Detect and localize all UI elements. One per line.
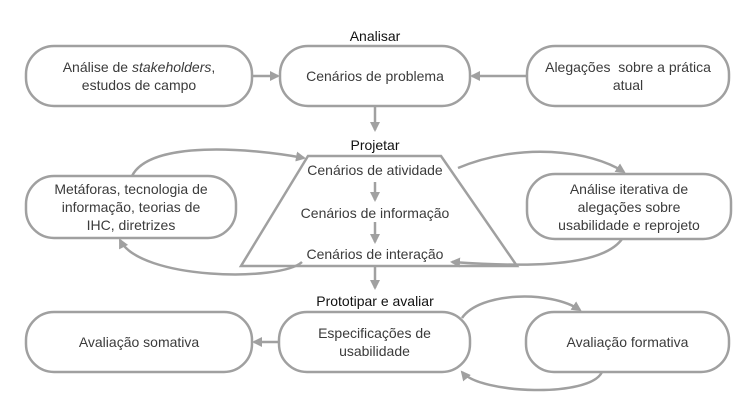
label-summative: Avaliação somativa — [78, 334, 200, 350]
arrow-specs-to-formative — [460, 295, 582, 319]
label-information-scenarios: Cenários de informação — [300, 205, 450, 221]
label-usability-specs: Especificações de usabilidade — [318, 325, 431, 359]
phase-analyze: Analisar — [349, 28, 401, 44]
box-formative — [524, 310, 731, 374]
arrow-iterative-to-design — [450, 238, 624, 268]
label-problem-scenarios: Cenários de problema — [306, 68, 444, 84]
label-claims-current: Alegações sobre a prática atual — [545, 59, 711, 93]
phase-design: Projetar — [350, 137, 400, 153]
label-iterative-analysis: Análise iterativa de alegações sobre usa… — [558, 180, 700, 233]
box-design-trapezoid — [238, 154, 520, 268]
box-iterative-analysis — [525, 172, 733, 241]
label-activity-scenarios: Cenários de atividade — [307, 162, 443, 178]
label-stakeholders: Análise de stakeholders, estudos de camp… — [62, 59, 216, 93]
label-formative: Avaliação formativa — [566, 334, 689, 350]
arrow-formative-to-specs — [460, 370, 604, 392]
label-interaction-scenarios: Cenários de interação — [306, 246, 444, 262]
arrow-metaphors-to-design — [130, 148, 306, 177]
arrow-design-to-iterative — [457, 150, 626, 174]
label-metaphors: Metáforas, tecnologia de informação, teo… — [54, 181, 208, 233]
phase-prototype: Prototipar e avaliar — [316, 293, 434, 309]
box-metaphors — [24, 174, 238, 240]
arrow-design-to-metaphors — [118, 238, 303, 276]
